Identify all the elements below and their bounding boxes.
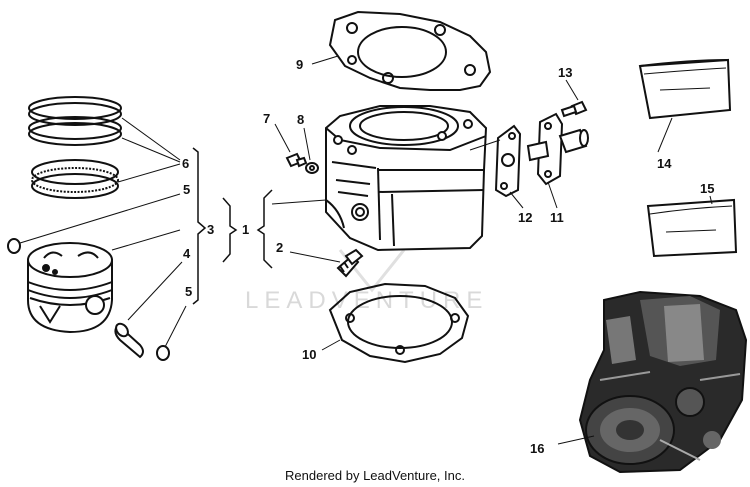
brace-group-cylinder [256, 189, 273, 269]
parts-bag-15 [646, 198, 738, 258]
cylinder [325, 105, 488, 252]
callout-11: 11 [550, 210, 564, 225]
callout-8: 8 [297, 112, 304, 127]
callout-5-lower: 5 [185, 284, 192, 299]
parts-bag-14 [638, 58, 732, 120]
piston-pin [114, 322, 144, 359]
engine-assembly [578, 290, 748, 474]
bolt-13 [560, 100, 588, 118]
chain-tensioner [526, 112, 589, 186]
cylinder-base-gasket [328, 282, 470, 364]
callout-15: 15 [700, 181, 714, 196]
callout-12: 12 [518, 210, 532, 225]
callout-7: 7 [263, 111, 270, 126]
callout-4: 4 [183, 246, 191, 261]
fitting-2 [336, 248, 364, 278]
piston [27, 242, 113, 334]
piston-rings [28, 96, 122, 199]
footer-credit: Rendered by LeadVenture, Inc. [285, 468, 465, 483]
callout-9: 9 [296, 57, 303, 72]
cylinder-head-gasket [328, 10, 492, 91]
callout-16: 16 [530, 441, 544, 456]
leader-lines [19, 55, 713, 445]
callout-3: 3 [207, 222, 214, 237]
watermark-text: LEADVENTURE [245, 287, 488, 314]
callout-13: 13 [558, 65, 572, 80]
callout-2: 2 [276, 240, 283, 255]
callout-1: 1 [242, 222, 249, 237]
circlip-lower [156, 345, 170, 361]
callout-6: 6 [182, 156, 189, 171]
tensioner-gasket [494, 124, 522, 198]
bolt-7 [285, 152, 308, 168]
washer-8 [305, 162, 319, 174]
brace-group-3 [192, 147, 207, 305]
callout-5-upper: 5 [183, 182, 190, 197]
callout-14: 14 [657, 156, 672, 171]
callout-10: 10 [302, 347, 316, 362]
circlip-left [7, 238, 21, 254]
brace-group-1 [222, 197, 238, 263]
